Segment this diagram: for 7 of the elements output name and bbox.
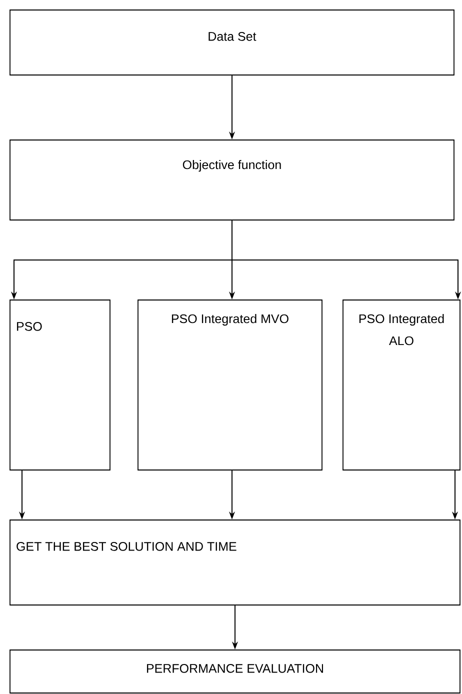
process-box: GET THE BEST SOLUTION AND TIME	[10, 520, 460, 606]
process-box: PERFORMANCE EVALUATION	[10, 650, 460, 694]
process-box: Objective function	[10, 140, 454, 220]
process-box: PSO Integrated MVO	[138, 300, 322, 470]
process-box: PSO	[10, 300, 110, 470]
process-box: PSO Integrated ALO	[342, 300, 460, 470]
process-box: Data Set	[10, 10, 454, 76]
